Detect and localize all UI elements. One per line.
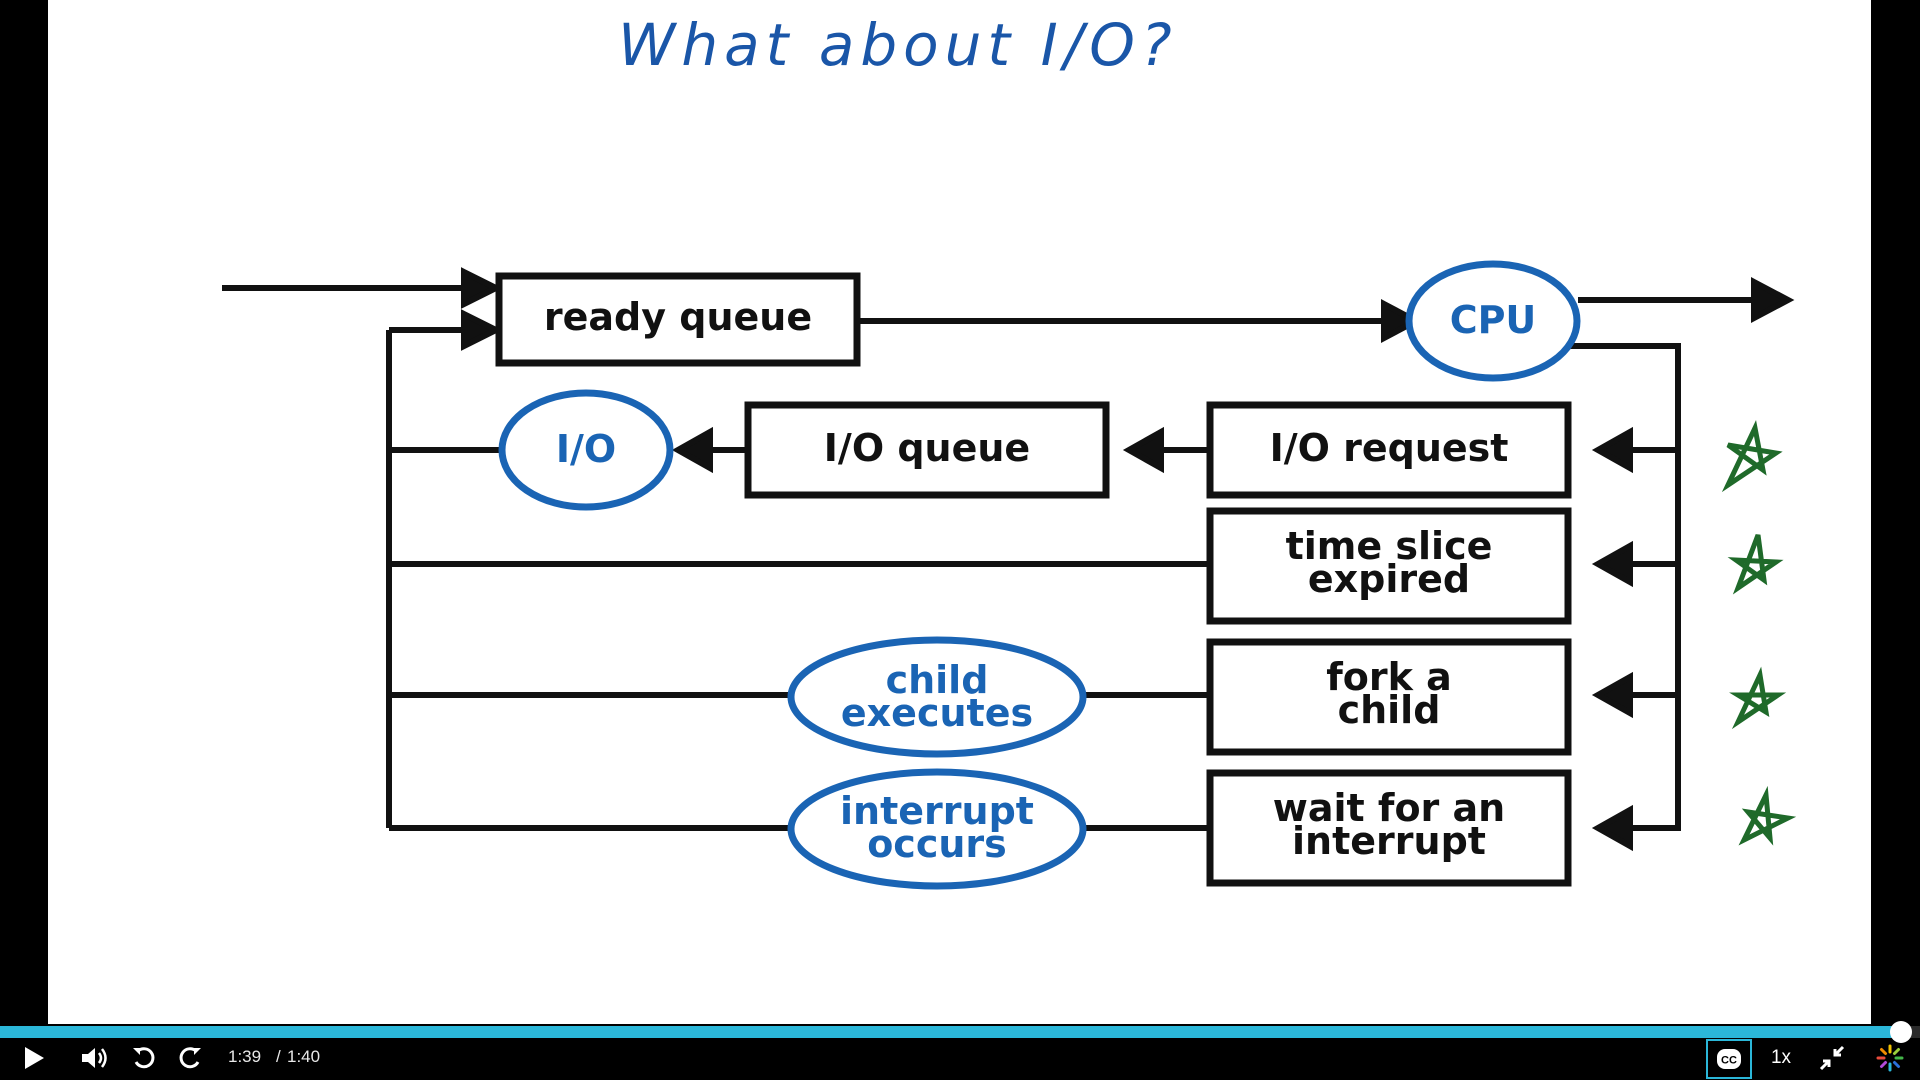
wait-label-1: wait for an <box>1273 786 1505 830</box>
closed-captions-button[interactable]: CC <box>1706 1039 1752 1079</box>
io-request-box <box>1206 401 1572 499</box>
time-slice-box <box>1206 507 1572 625</box>
fork-label-2: child <box>1338 688 1441 732</box>
star-annotation <box>1729 666 1787 730</box>
ready-queue-box <box>495 272 861 367</box>
flow-lines <box>222 267 1795 852</box>
wait-label-2: interrupt <box>1292 819 1486 863</box>
io-request-label: I/O request <box>1270 426 1509 470</box>
duration: 1:40 <box>287 1047 321 1066</box>
closed-captions-icon: CC <box>1717 1049 1741 1069</box>
slide-title: What about I/O? <box>618 11 1178 79</box>
time-slice-label-1: time slice <box>1286 524 1493 568</box>
play-button[interactable] <box>14 1040 54 1076</box>
loading-icon <box>1876 1044 1904 1072</box>
interrupt-occurs-ellipse <box>787 768 1087 890</box>
play-icon <box>25 1047 44 1069</box>
time-slice-label-2: expired <box>1308 557 1470 601</box>
interrupt-occurs-label-2: occurs <box>867 822 1007 866</box>
wait-interrupt-box <box>1206 769 1572 887</box>
current-time: 1:39 <box>228 1047 262 1066</box>
progress-bar[interactable] <box>0 1021 1920 1043</box>
playback-speed-button[interactable]: 1x <box>1770 1047 1792 1068</box>
child-executes-label-1: child <box>886 658 989 702</box>
loading-indicator <box>1870 1040 1910 1076</box>
volume-button[interactable] <box>74 1040 116 1076</box>
io-label: I/O <box>556 427 616 471</box>
io-ellipse <box>498 389 674 511</box>
volume-icon <box>82 1048 107 1068</box>
io-queue-box <box>744 401 1110 499</box>
child-executes-label-2: executes <box>841 691 1033 735</box>
fork-child-box <box>1206 638 1572 756</box>
time-separator: / <box>276 1047 281 1066</box>
ready-queue-label: ready queue <box>544 295 812 339</box>
rewind-button[interactable] <box>126 1040 162 1076</box>
scheduling-diagram: What about I/O? <box>222 11 1797 890</box>
cpu-ellipse <box>1405 260 1581 382</box>
forward-icon <box>179 1047 201 1069</box>
exit-fullscreen-button[interactable] <box>1814 1040 1850 1076</box>
fork-label-1: fork a <box>1326 655 1452 699</box>
rewind-icon <box>133 1047 155 1069</box>
progress-scrubber-handle[interactable] <box>1889 1021 1912 1043</box>
star-annotation <box>1738 785 1797 846</box>
forward-button[interactable] <box>172 1040 208 1076</box>
progress-fill <box>0 1026 1901 1038</box>
child-executes-ellipse <box>787 636 1087 758</box>
cpu-label: CPU <box>1450 298 1537 342</box>
video-frame[interactable]: What about I/O? <box>48 0 1871 1024</box>
exit-fullscreen-icon <box>1819 1045 1845 1071</box>
interrupt-occurs-label-1: interrupt <box>840 789 1034 833</box>
star-annotation <box>1727 534 1784 595</box>
svg-text:CC: CC <box>1721 1055 1737 1067</box>
io-queue-label: I/O queue <box>824 426 1030 470</box>
star-annotation <box>1721 420 1783 493</box>
